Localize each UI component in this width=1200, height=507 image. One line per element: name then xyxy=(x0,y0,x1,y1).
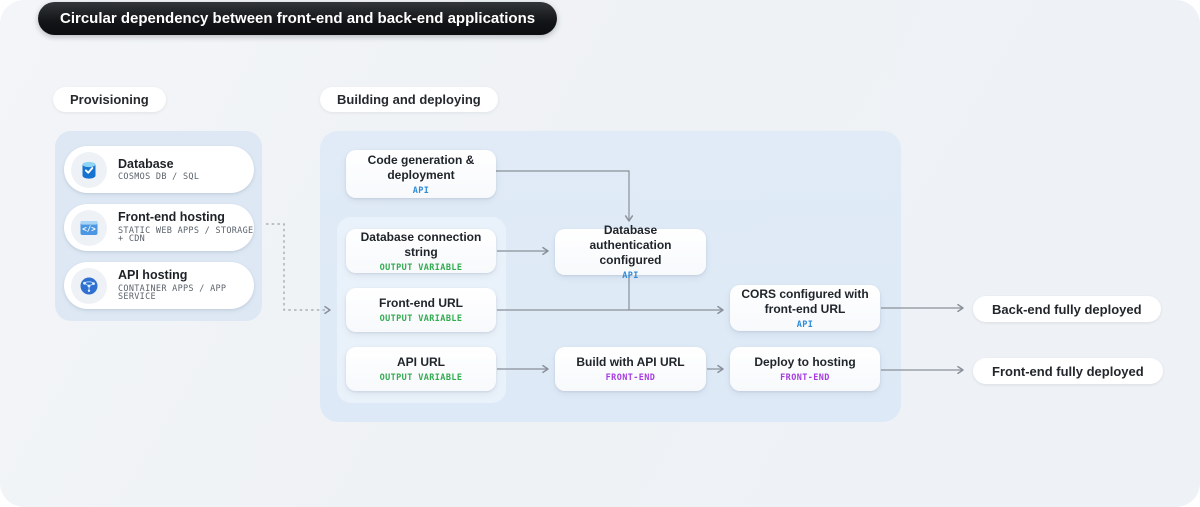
outcome-backend-text: Back-end fully deployed xyxy=(992,301,1142,317)
diagram-title: Circular dependency between front-end an… xyxy=(38,2,558,35)
node-title: CORS configured with front-end URL xyxy=(741,286,869,316)
database-icon-circle xyxy=(71,151,107,188)
svg-text:</>: </> xyxy=(82,224,96,233)
node-tag-front-end: FRONT-END xyxy=(605,373,656,383)
node-api-url: API URL OUTPUT VARIABLE xyxy=(346,347,496,391)
node-database-connection-string: Database connection string OUTPUT VARIAB… xyxy=(346,229,496,273)
section-label-building: Building and deploying xyxy=(320,87,498,112)
node-code-generation-deployment: Code generation & deployment API xyxy=(346,150,496,198)
node-cors-configured: CORS configured with front-end URL API xyxy=(730,285,880,331)
diagram-title-text: Circular dependency between front-end an… xyxy=(60,10,536,27)
database-icon xyxy=(82,161,96,179)
card-api-hosting-title: API hosting xyxy=(118,268,188,283)
node-frontend-url: Front-end URL OUTPUT VARIABLE xyxy=(346,288,496,332)
provisioning-label-text: Provisioning xyxy=(70,92,149,107)
node-database-authentication-configured: Database authentication configured API xyxy=(555,223,706,281)
node-tag-api: API xyxy=(796,319,814,330)
card-database-title: Database xyxy=(118,156,174,171)
node-title: Database authentication configured xyxy=(589,223,672,267)
building-label-text: Building and deploying xyxy=(337,92,481,107)
node-deploy-to-hosting: Deploy to hosting FRONT-END xyxy=(730,347,880,391)
node-tag-output-variable: OUTPUT VARIABLE xyxy=(379,262,463,273)
globe-network-icon xyxy=(80,277,98,294)
node-title: Code generation & deployment xyxy=(367,152,475,182)
node-title: Front-end URL xyxy=(379,296,463,310)
card-database-subtitle: COSMOS DB / SQL xyxy=(118,172,200,182)
card-frontend-hosting: </> Front-end hosting STATIC WEB APPS / … xyxy=(64,204,254,251)
node-title: Deploy to hosting xyxy=(754,355,856,369)
node-tag-api: API xyxy=(622,271,639,281)
card-frontend-hosting-subtitle: STATIC WEB APPS / STORAGE + CDN xyxy=(118,225,254,245)
outcome-frontend-deployed: Front-end fully deployed xyxy=(973,358,1163,384)
outcome-backend-deployed: Back-end fully deployed xyxy=(973,296,1161,322)
node-title: Build with API URL xyxy=(576,355,685,369)
code-window-icon-circle: </> xyxy=(71,209,107,246)
card-database: Database COSMOS DB / SQL xyxy=(64,146,254,193)
node-tag-api: API xyxy=(412,185,430,196)
node-build-with-api-url: Build with API URL FRONT-END xyxy=(555,347,706,391)
node-title: API URL xyxy=(397,355,445,369)
section-label-provisioning: Provisioning xyxy=(53,87,166,112)
card-frontend-hosting-title: Front-end hosting xyxy=(118,210,225,225)
globe-network-icon-circle xyxy=(71,267,107,304)
card-api-hosting-subtitle: CONTAINER APPS / APP SERVICE xyxy=(118,283,227,303)
card-api-hosting: API hosting CONTAINER APPS / APP SERVICE xyxy=(64,262,254,309)
code-window-icon: </> xyxy=(80,220,98,235)
node-tag-front-end: FRONT-END xyxy=(780,373,830,383)
node-title: Database connection string xyxy=(360,229,482,259)
node-tag-output-variable: OUTPUT VARIABLE xyxy=(379,314,463,324)
node-tag-output-variable: OUTPUT VARIABLE xyxy=(379,373,463,383)
outcome-frontend-text: Front-end fully deployed xyxy=(992,363,1144,379)
